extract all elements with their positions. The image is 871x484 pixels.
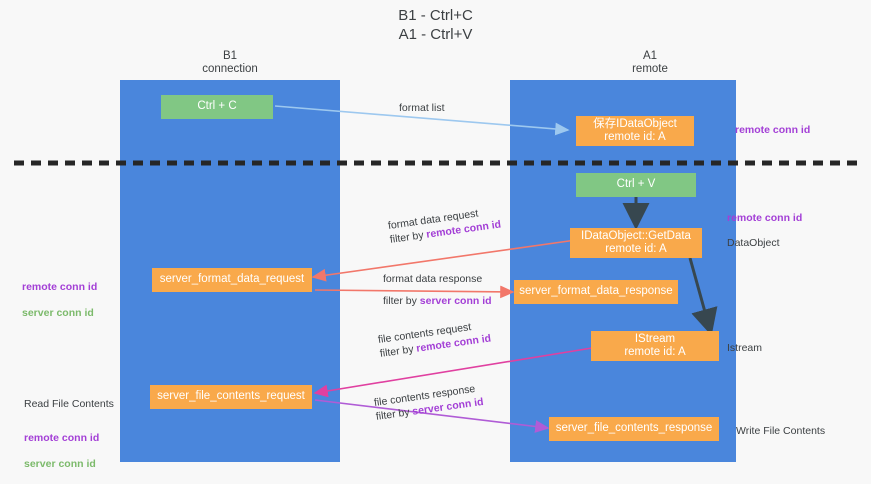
- server-conn-id-highlight: server conn id: [419, 295, 492, 307]
- node-idataobject-getdata-label: IDataObject::GetData remote id: A: [581, 229, 691, 256]
- node-istream-label: IStream remote id: A: [624, 332, 686, 359]
- edge-label-format-data-response-line2: filter by server conn id: [383, 294, 492, 308]
- node-server-format-data-response-label: server_format_data_response: [519, 285, 673, 298]
- right-label-write-file-contents: Write File Contents: [736, 425, 826, 437]
- filter-by-prefix: filter by: [383, 295, 420, 307]
- node-istream[interactable]: IStream remote id: A: [591, 331, 719, 361]
- read-file-remote-conn-id: remote conn id: [24, 432, 100, 444]
- edge-label-file-contents-response: file contents response filter by server …: [373, 381, 484, 424]
- right-label-istream: Istream: [727, 342, 763, 354]
- edge-label-format-data-response-line1: format data response: [383, 273, 483, 285]
- lane-header-a1: A1 remote: [632, 50, 668, 75]
- node-ctrl-c[interactable]: Ctrl + C: [161, 95, 273, 119]
- node-server-format-data-request[interactable]: server_format_data_request: [152, 268, 312, 292]
- node-save-idataobject-label: 保存IDataObject remote id: A: [593, 117, 677, 144]
- node-ctrl-c-label: Ctrl + C: [197, 100, 237, 113]
- left-note-conn-ids: remote conn id server conn id: [22, 268, 97, 333]
- filter-by-prefix: filter by: [379, 342, 418, 360]
- filter-by-prefix: filter by: [375, 405, 414, 423]
- left-note-remote-conn-id: remote conn id: [22, 281, 98, 293]
- read-file-server-conn-id: server conn id: [24, 458, 96, 470]
- left-note-server-conn-id: server conn id: [22, 307, 94, 319]
- edge-label-format-data-request: format data request filter by remote con…: [387, 204, 502, 247]
- read-file-contents-heading: Read File Contents: [24, 398, 114, 410]
- edge-label-format-data-response: format data response filter by server co…: [383, 272, 492, 308]
- node-server-file-contents-response-label: server_file_contents_response: [555, 422, 713, 435]
- node-idataobject-getdata[interactable]: IDataObject::GetData remote id: A: [570, 228, 702, 258]
- edge-label-file-contents-request: file contents request filter by remote c…: [377, 318, 492, 361]
- left-note-read-file-contents: Read File Contents remote conn id server…: [24, 385, 114, 484]
- right-label-remote-conn-id-middle: remote conn id: [727, 212, 803, 224]
- edge-label-format-list: format list: [399, 101, 445, 115]
- edge-label-format-list-line1: format list: [399, 102, 445, 114]
- node-server-format-data-request-label: server_format_data_request: [159, 273, 305, 286]
- node-ctrl-v-label: Ctrl + V: [616, 178, 656, 191]
- diagram-title: B1 - Ctrl+C A1 - Ctrl+V: [398, 7, 473, 43]
- diagram-canvas: B1 - Ctrl+C A1 - Ctrl+V B1 connection A1…: [14, 7, 862, 470]
- node-save-idataobject[interactable]: 保存IDataObject remote id: A: [576, 116, 694, 146]
- node-server-format-data-response[interactable]: server_format_data_response: [514, 280, 678, 304]
- lane-header-b1: B1 connection: [202, 50, 258, 75]
- node-server-file-contents-request-label: server_file_contents_request: [157, 390, 305, 403]
- right-label-dataobject: DataObject: [727, 237, 780, 249]
- right-label-remote-conn-id-top: remote conn id: [735, 124, 811, 136]
- node-server-file-contents-request[interactable]: server_file_contents_request: [150, 385, 312, 409]
- filter-by-prefix: filter by: [389, 228, 428, 246]
- node-ctrl-v[interactable]: Ctrl + V: [576, 173, 696, 197]
- node-server-file-contents-response[interactable]: server_file_contents_response: [549, 417, 719, 441]
